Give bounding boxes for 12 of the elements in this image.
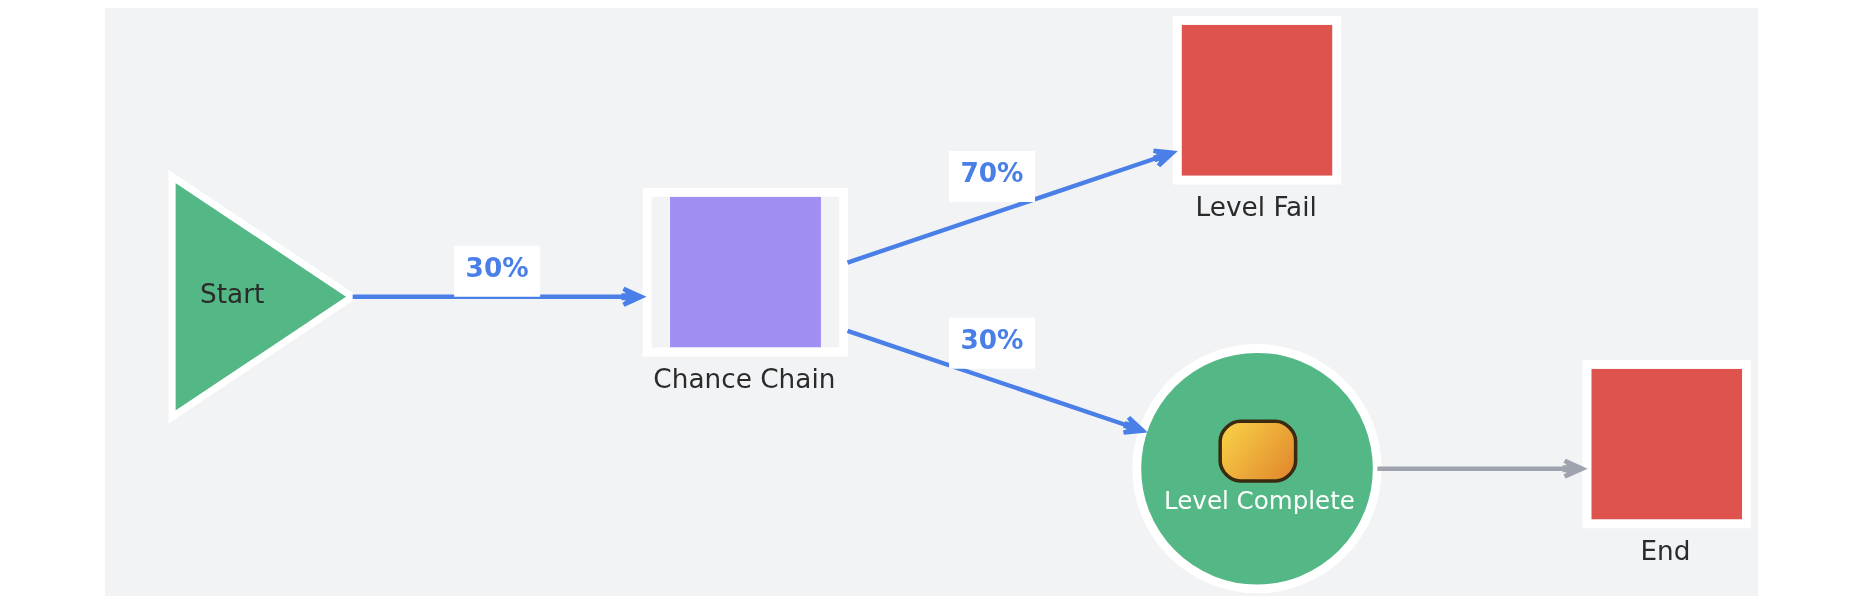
node-label: End bbox=[1639, 535, 1690, 566]
arrow bbox=[846, 328, 1145, 435]
arrow bbox=[1376, 458, 1585, 479]
node-label: Level Fail bbox=[1195, 192, 1317, 223]
node-box bbox=[642, 187, 848, 357]
node-box bbox=[1172, 15, 1341, 185]
edge-label: 70% bbox=[959, 157, 1023, 188]
edge-label: 30% bbox=[465, 252, 529, 283]
edge-label: 30% bbox=[959, 324, 1023, 355]
node-label: Chance Chain bbox=[652, 363, 835, 394]
node-circle: Level Complete bbox=[1131, 344, 1382, 594]
node-box bbox=[1582, 359, 1751, 529]
